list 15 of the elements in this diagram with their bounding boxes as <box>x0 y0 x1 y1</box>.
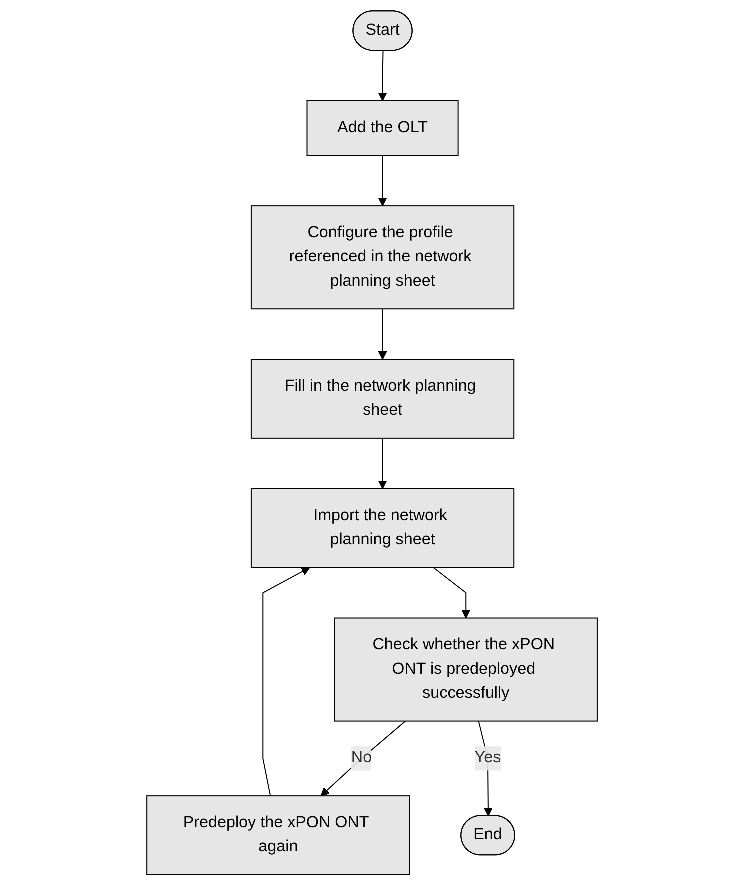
edge-label: No <box>351 750 372 767</box>
node-box: Predeploy the xPON ONT again <box>146 796 410 876</box>
arrow <box>378 309 387 360</box>
node-box: Import the network planning sheet <box>250 488 514 568</box>
node-box: Configure the profile referenced in the network planning sheet <box>250 206 514 310</box>
arrow <box>378 438 387 490</box>
node-box: Fill in the network planning sheet <box>250 359 514 439</box>
node-box: Add the OLT <box>306 100 459 156</box>
arrow <box>378 156 387 206</box>
node-box: Check whether the xPON ONT is predeployed successfully <box>334 618 598 722</box>
edge-label: Yes <box>474 750 501 767</box>
arrow <box>378 51 387 102</box>
arrow <box>432 567 470 619</box>
arrow <box>320 720 406 796</box>
arrow <box>262 567 310 796</box>
